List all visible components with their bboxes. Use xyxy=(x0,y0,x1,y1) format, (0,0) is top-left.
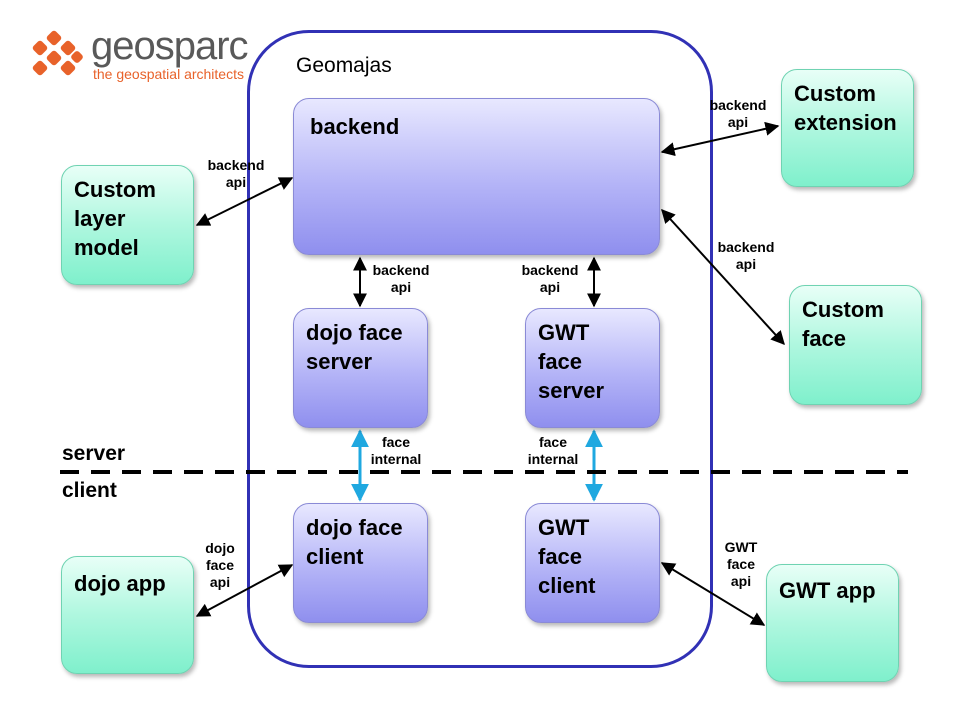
backend-box: backend xyxy=(293,98,660,255)
custom-layer-model-box: Custom layer model xyxy=(61,165,194,285)
server-label: server xyxy=(62,442,126,465)
custom-extension-box: Custom extension xyxy=(781,69,914,187)
arrow-gwt-client-app xyxy=(660,562,766,626)
dojo-app-box: dojo app xyxy=(61,556,194,674)
label-extension-api: backend api xyxy=(709,97,767,130)
label-gwt-server-api: backend api xyxy=(521,262,579,295)
gwt-face-server-box: GWT face server xyxy=(525,308,660,428)
geosparc-logo-icon xyxy=(32,30,83,76)
arrow-backend-custom-face xyxy=(661,208,785,346)
label-dojo-face-internal: face internal xyxy=(370,434,422,467)
label-gwt-face-api: GWT face api xyxy=(724,539,758,589)
label-layer-model-api: backend api xyxy=(207,157,265,190)
arrow-dojo-app-client xyxy=(195,564,294,617)
label-custom-face-api: backend api xyxy=(717,239,775,272)
arrow-layer-model-backend xyxy=(195,177,294,226)
client-label: client xyxy=(62,479,117,502)
gwt-app-box: GWT app xyxy=(766,564,899,682)
custom-face-box: Custom face xyxy=(789,285,922,405)
dojo-face-client-box: dojo face client xyxy=(293,503,428,623)
gwt-face-client-box: GWT face client xyxy=(525,503,660,623)
label-dojo-face-api: dojo face api xyxy=(205,540,235,590)
geomajas-title: Geomajas xyxy=(296,54,392,77)
logo-name: geosparc xyxy=(91,24,249,68)
label-gwt-face-internal: face internal xyxy=(527,434,579,467)
logo-tagline: the geospatial architects xyxy=(93,66,244,82)
dojo-face-server-box: dojo face server xyxy=(293,308,428,428)
geomajas-container xyxy=(247,30,713,668)
label-dojo-server-api: backend api xyxy=(372,262,430,295)
arrow-backend-extension xyxy=(660,121,780,157)
